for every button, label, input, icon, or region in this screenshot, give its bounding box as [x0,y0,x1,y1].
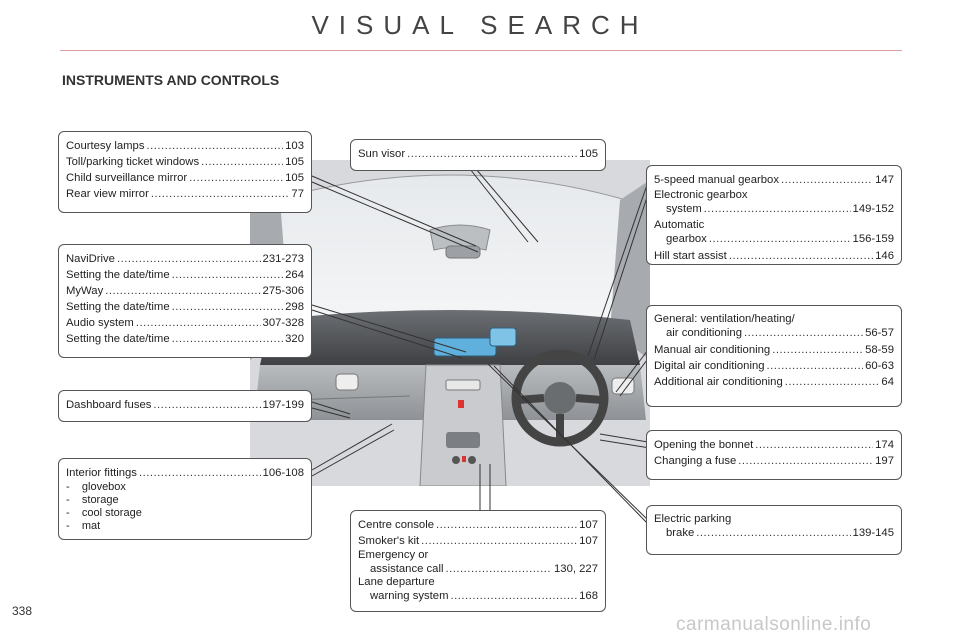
index-entry: Dashboard fuses197-199 [66,397,304,413]
courtesy-lamps-box: Courtesy lamps103 Toll/parking ticket wi… [58,131,312,213]
index-entry: brake139-145 [654,526,894,540]
dashboard-fuses-box: Dashboard fuses197-199 [58,390,312,422]
index-entry: Digital air conditioning60-63 [654,358,894,374]
index-entry: assistance call130, 227 [358,562,598,576]
index-entry: Centre console107 [358,517,598,533]
interior-fittings-box: Interior fittings106-108 - glovebox - st… [58,458,312,540]
index-entry: Setting the date/time320 [66,331,304,347]
index-entry: Changing a fuse197 [654,453,894,469]
entry-heading: Electric parking [654,513,732,525]
index-entry: Additional air conditioning64 [654,374,894,390]
index-entry: MyWay275-306 [66,283,304,299]
page-number: 338 [12,604,33,618]
list-item: - glovebox [66,481,126,493]
entry-heading: Electronic gearbox [654,189,748,201]
index-entry: Courtesy lamps103 [66,138,304,154]
index-entry: Interior fittings106-108 [66,465,304,481]
gearbox-box: 5-speed manual gearbox147 Electronic gea… [646,165,902,265]
section-title: INSTRUMENTS AND CONTROLS [62,72,280,88]
index-entry: Toll/parking ticket windows105 [66,154,304,170]
watermark: carmanualsonline.info [676,614,872,635]
index-entry: system149-152 [654,202,894,216]
list-item: - cool storage [66,507,142,519]
index-entry: Manual air conditioning58-59 [654,342,894,358]
index-entry: Rear view mirror77 [66,186,304,202]
parking-brake-box: Electric parking brake139-145 [646,505,902,555]
index-entry: 5-speed manual gearbox147 [654,172,894,188]
index-entry: Audio system307-328 [66,315,304,331]
list-item: - mat [66,520,101,532]
header-divider [60,50,902,51]
index-entry: NaviDrive231-273 [66,251,304,267]
entry-heading: Automatic [654,219,705,231]
dashboard-illustration [250,160,650,486]
entry-heading: Emergency or [358,549,429,561]
index-entry: Setting the date/time264 [66,267,304,283]
list-item: - storage [66,494,119,506]
index-entry: Child surveillance mirror105 [66,170,304,186]
entry-heading: General: ventilation/heating/ [654,313,795,325]
index-entry: Opening the bonnet174 [654,437,894,453]
index-entry: air conditioning56-57 [654,326,894,340]
ventilation-box: General: ventilation/heating/ air condit… [646,305,902,407]
page-title: VISUAL SEARCH [311,10,649,40]
index-entry: Sun visor105 [358,146,598,162]
centre-console-box: Centre console107 Smoker's kit107 Emerge… [350,510,606,612]
index-entry: Smoker's kit107 [358,533,598,549]
index-entry: Setting the date/time298 [66,299,304,315]
navidrive-box: NaviDrive231-273 Setting the date/time26… [58,244,312,358]
index-entry: Hill start assist146 [654,248,894,264]
bonnet-box: Opening the bonnet174 Changing a fuse197 [646,430,902,480]
sun-visor-box: Sun visor105 [350,139,606,171]
index-entry: gearbox156-159 [654,232,894,246]
entry-heading: Lane departure [358,576,435,588]
index-entry: warning system168 [358,589,598,603]
